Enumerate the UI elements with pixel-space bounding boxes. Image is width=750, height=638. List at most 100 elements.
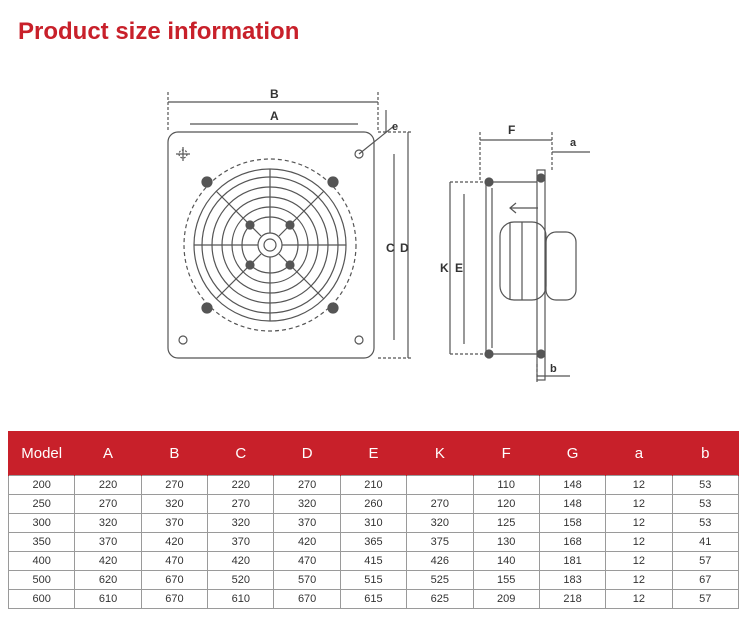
table-cell: 12 [605,589,673,609]
table-cell: 12 [605,570,673,590]
table-cell: 53 [671,513,740,533]
column-header: K [406,431,474,476]
column-header: b [671,431,740,476]
table-cell: 420 [207,551,275,571]
table-cell: 220 [74,475,142,495]
column-header: A [74,431,142,476]
table-cell: 158 [538,513,607,533]
table-cell: 12 [605,513,673,533]
table-cell: 525 [406,570,474,590]
table-cell: 12 [605,475,673,495]
table-cell: 210 [339,475,408,495]
table-cell: 320 [207,513,275,533]
table-cell: 270 [74,494,142,514]
table-cell: 181 [538,551,607,571]
table-cell: 350 [7,532,76,552]
table-cell: 148 [538,494,607,514]
dim-label-a-width: A [270,109,279,123]
table-cell: 270 [406,494,474,514]
table-cell: 415 [339,551,408,571]
table-cell: 148 [538,475,607,495]
table-cell: 12 [605,532,673,552]
column-header: C [207,431,275,476]
table-cell: 130 [472,532,540,552]
table-header-row: Model A B C D E K F G a b [7,431,740,476]
table-cell: 670 [273,589,341,609]
dim-label-k: K [440,261,449,275]
table-cell: 470 [140,551,209,571]
column-header: E [339,431,408,476]
table-cell: 41 [671,532,740,552]
table-cell: 570 [273,570,341,590]
table-cell: 375 [406,532,474,552]
table-cell: 600 [7,589,76,609]
table-cell: 310 [339,513,408,533]
table-cell: 260 [339,494,408,514]
column-header-model: Model [7,431,76,476]
table-cell: 220 [207,475,275,495]
fan-dimension-drawing: B A e C D F a K E b [167,87,590,382]
table-cell: 110 [472,475,540,495]
table-cell: 420 [140,532,209,552]
table-cell: 320 [74,513,142,533]
table-cell: 520 [207,570,275,590]
mounting-plate [167,131,375,359]
table-cell: 155 [472,570,540,590]
motor-body [499,221,547,301]
column-header: D [273,431,341,476]
table-cell: 400 [7,551,76,571]
table-cell: 615 [339,589,408,609]
table-cell: 183 [538,570,607,590]
dim-label-f: F [508,123,515,137]
table-cell: 500 [7,570,76,590]
side-flange [536,169,546,381]
table-cell: 320 [140,494,209,514]
dim-label-d: D [400,241,409,255]
table-cell: 57 [671,551,740,571]
table-cell: 218 [538,589,607,609]
column-header: G [538,431,607,476]
table-cell: 320 [273,494,341,514]
table-cell: 168 [538,532,607,552]
table-cell: 670 [140,570,209,590]
column-header: a [605,431,673,476]
table-cell: 57 [671,589,740,609]
table-cell: 12 [605,494,673,514]
dim-label-a-small: a [570,137,577,149]
table-cell: 370 [207,532,275,552]
table-cell: 53 [671,475,740,495]
table-cell: 365 [339,532,408,552]
table-cell: 300 [7,513,76,533]
table-cell: 200 [7,475,76,495]
dim-label-b-small: b [550,363,557,375]
table-cell: 620 [74,570,142,590]
table-cell: 209 [472,589,540,609]
table-cell: 270 [140,475,209,495]
table-cell: 610 [74,589,142,609]
table-cell: 670 [140,589,209,609]
table-cell: 420 [273,532,341,552]
table-cell [406,475,474,495]
table-cell: 120 [472,494,540,514]
table-cell: 250 [7,494,76,514]
table-cell: 470 [273,551,341,571]
table-cell: 270 [273,475,341,495]
table-cell: 370 [74,532,142,552]
table-cell: 140 [472,551,540,571]
table-cell: 270 [207,494,275,514]
dim-label-e-height: E [455,261,463,275]
table-cell: 420 [74,551,142,571]
dim-label-b-width: B [270,87,279,101]
dim-label-c: C [386,241,395,255]
table-cell: 370 [140,513,209,533]
table-cell: 12 [605,551,673,571]
